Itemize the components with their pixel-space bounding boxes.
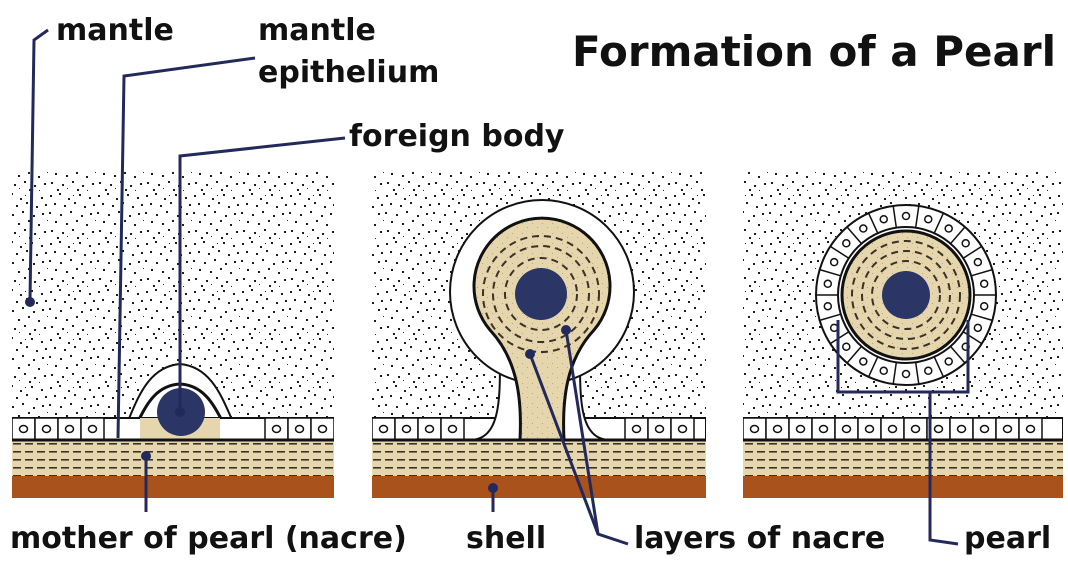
epithelium-cell [812,418,835,440]
epithelium-cell [441,418,464,440]
label-mother-of-pearl: mother of pearl (nacre) [10,521,407,556]
diagram-title: Formation of a Pearl [572,27,1056,76]
panel-stage-2 [372,172,706,498]
epithelium-cells [743,418,1042,440]
shell-layer [743,476,1063,498]
epithelium-cell [12,418,35,440]
label-mantle: mantle [56,13,174,48]
epithelium-cell [996,418,1019,440]
label-foreign-body: foreign body [349,119,565,154]
epithelium-cell [81,418,104,440]
epithelium-cell [311,418,334,440]
label-layers-of-nacre: layers of nacre [634,521,885,556]
foreign-body [882,271,930,319]
epithelium-cell [265,418,288,440]
epithelium-cell [835,418,858,440]
epithelium-cell [1019,418,1042,440]
label-pearl: pearl [964,521,1051,556]
epithelium-cell [35,418,58,440]
epithelium-cell [58,418,81,440]
nacre-layer [372,440,706,476]
epithelium-cell [950,418,973,440]
epithelium-cell [789,418,812,440]
epithelium-cell [418,418,441,440]
epithelium-cell [671,418,694,440]
epithelium-cell [881,418,904,440]
epithelium-cell [973,418,996,440]
panel-stage-3 [743,172,1063,498]
epithelium-cell [743,418,766,440]
nacre-layer [12,440,334,476]
epithelium-cell [904,418,927,440]
epithelium-cell [858,418,881,440]
epithelium-cell [372,418,395,440]
epithelium-cell [288,418,311,440]
nacre-layer [743,440,1063,476]
label-mantle-epithelium-line2: epithelium [258,55,439,90]
epithelium-cell [766,418,789,440]
label-shell: shell [466,521,546,556]
shell-layer [372,476,706,498]
panel-stage-1 [12,172,334,498]
label-mantle-epithelium-line1: mantle [258,13,376,48]
shell-layer [12,476,334,498]
epithelium-cell [395,418,418,440]
epithelium-cell [648,418,671,440]
foreign-body [515,268,567,320]
epithelium-cell [625,418,648,440]
